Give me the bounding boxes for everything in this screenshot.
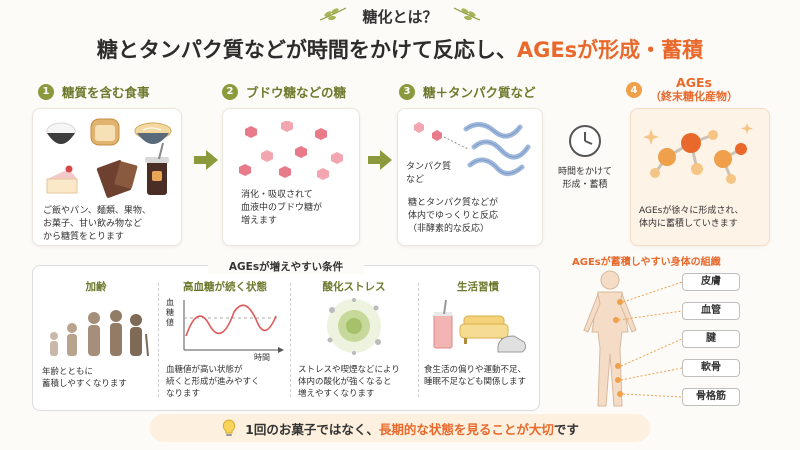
condition-hyperglycemia-text: 血糖値が高い状態が 続くと形成が進みやすく なります [166,365,260,399]
arrow-right-icon [368,150,392,170]
tissue-cartilage: 軟骨 [682,359,740,377]
leaf-icon [453,7,481,21]
oxidative-stress-illustration [327,298,381,355]
ages-molecule-illustration [643,123,753,184]
condition-lifestyle-text: 食生活の偏りや運動不足、 睡眠不足なども関係します [424,365,527,387]
step-1-header: 1 糖質を含む食事 [38,82,150,101]
footer-message: 1回のお菓子ではなく、長期的な状態を見ることが大切です [150,414,650,442]
step-number: 1 [38,83,54,100]
protein-illustration [414,122,531,176]
headline-accent: AGEsが形成・蓄積 [516,38,704,62]
footer-suffix: です [553,421,579,437]
headline: 糖とタンパク質などが時間をかけて反応し、AGEsが形成・蓄積 [0,34,800,64]
step-2-text: 消化・吸収されて 血液中のブドウ糖が 増えます [241,190,323,226]
aging-people-illustration [50,310,149,356]
step-1-text: ご飯やパン、麺類、果物、 お菓子、甘い飲み物など から糖質をとります [43,206,151,242]
condition-aging-text: 年齢とともに 蓄積しやすくなります [42,367,127,389]
step-4-header: 4 AGEs （終末糖化産物） [626,76,738,104]
step-number: 4 [626,82,642,98]
step-3-card: タンパク質 など 糖とタンパク質などが 体内でゆっくりと反応 （非酵素的な反応） [397,108,543,246]
body-tissues-title: AGEsが蓄積しやすい身体の組織 [572,257,721,268]
glucose-axis-y-label: 血 糖 値 [166,298,174,327]
step-title: ブドウ糖などの糖 [246,85,347,100]
step-title: 糖＋タンパク質など [423,85,536,100]
step-number: 2 [222,83,238,100]
arrow-right-icon [194,150,218,170]
step-4-card: AGEsが徐々に形成され、 体内に蓄積していきます [630,108,770,246]
clock-icon [569,125,601,157]
condition-hyperglycemia-title: 高血糖が続く状態 [183,281,267,293]
divider [158,283,159,397]
lightbulb-icon [222,419,236,436]
tissue-blood-vessel: 血管 [682,302,740,320]
condition-oxidative-stress-title: 酸化ストレス [322,281,386,293]
leaf-icon [319,7,347,21]
step-4-text: AGEsが徐々に形成され、 体内に蓄積していきます [639,206,744,229]
footer-highlight: 長期的な状態を見ることが大切 [378,421,554,437]
step-1-card: ご飯やパン、麺類、果物、 お菓子、甘い飲み物など から糖質をとります [32,108,182,246]
footer-prefix: 1回のお菓子ではなく、 [245,421,379,437]
step-3-header: 3 糖＋タンパク質など [399,82,536,101]
divider [418,283,419,397]
tissue-skeletal-muscle: 骨格筋 [682,388,740,406]
step-title: AGEs [676,75,712,90]
headline-prefix: 糖とタンパク質などが時間をかけて反応し、 [96,38,517,62]
step-title: 糖質を含む食事 [62,85,150,100]
conditions-title: AGEsが増えやすい条件 [208,259,364,274]
condition-aging-title: 加齢 [85,281,107,293]
step-subtitle: （終末糖化産物） [650,90,738,103]
clock-label: 時間をかけて 形成・蓄積 [557,167,612,190]
glucose-axis-x-label: 時間 [254,353,270,362]
step-2-header: 2 ブドウ糖などの糖 [222,82,346,101]
step-3-text: 糖とタンパク質などが 体内でゆっくりと反応 （非酵素的な反応） [408,198,499,234]
step-2-card: 消化・吸収されて 血液中のブドウ糖が 増えます [222,108,360,246]
protein-label: タンパク質 など [406,162,452,185]
glucose-illustration [239,121,343,180]
human-body-illustration [583,270,683,407]
step-number: 3 [399,83,415,100]
condition-oxidative-stress-text: ストレスや喫煙などにより 体内の酸化が強くなると 増えやすくなります [298,365,400,399]
divider [290,283,291,397]
lifestyle-illustration [433,299,527,353]
condition-lifestyle-title: 生活習慣 [457,281,499,293]
food-illustration [46,118,172,198]
tissue-tendon: 腱 [682,330,740,348]
blood-glucose-graph [183,300,284,353]
tissue-skin: 皮膚 [682,273,740,291]
page-title: 糖化とは？ [362,8,438,26]
